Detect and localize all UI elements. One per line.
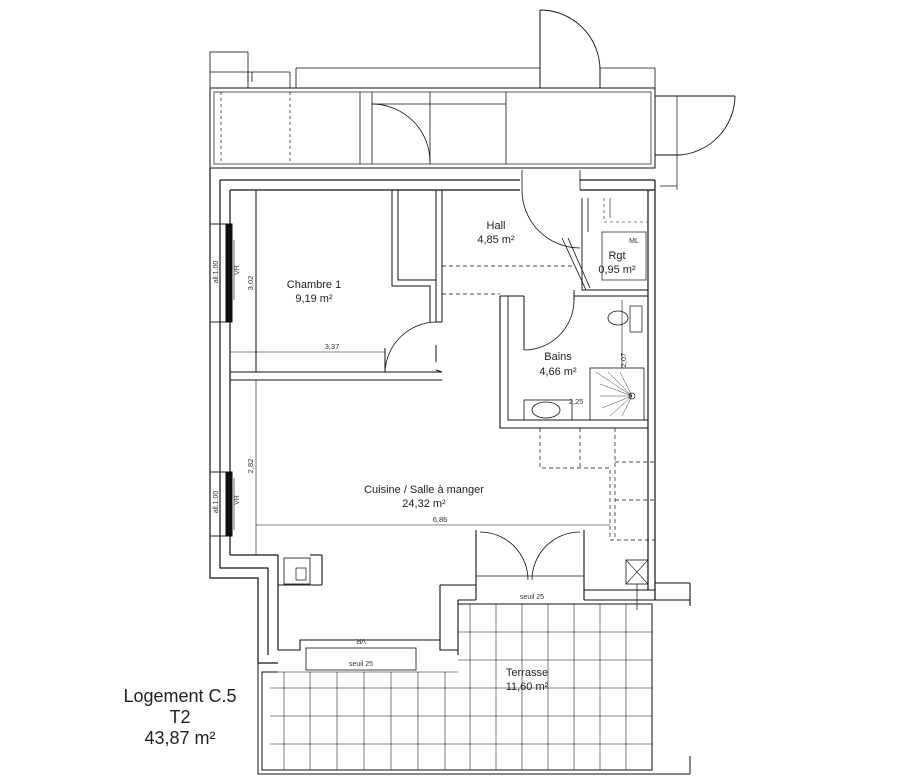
terrasse-grid [257, 603, 691, 775]
chambre-width-dim: 3,37 [325, 342, 340, 351]
window-label-top: all.1.00 [213, 261, 220, 284]
room-labels: Hall 4,85 m² ML Rgt 0,95 m² Chambre 1 9,… [287, 220, 639, 693]
bains-area: 4,66 m² [539, 366, 577, 378]
dimension-labels: 3,37 3,02 6,86 2,82 2,25 2,07 [246, 276, 628, 524]
logement-area: 43,87 m² [144, 728, 216, 748]
bains-height-dim: 2,07 [619, 353, 628, 368]
chambre-area: 9,19 m² [295, 293, 333, 305]
cuisine-dim [255, 380, 610, 555]
entry-door [539, 9, 601, 88]
seuil-label-south: seuil 25 [349, 661, 373, 668]
north-gaine [209, 87, 656, 169]
south-walls [278, 530, 691, 671]
bains-walls [499, 290, 655, 541]
rgt-area: 0,95 m² [598, 264, 636, 276]
vr-label-bottom: VR [234, 495, 241, 505]
chambre-height-dim: 3,02 [246, 276, 255, 291]
window-labels: all.1.00 all.1.00 VR VR VR seuil 25 seui… [213, 261, 544, 668]
top-ledges [209, 51, 656, 89]
left-window-bottom [209, 471, 235, 537]
rgt-name: Rgt [608, 250, 625, 262]
right-door [655, 95, 736, 190]
window-label-bottom: all.1.00 [213, 491, 220, 514]
logement-legend: Logement C.5 T2 43,87 m² [104, 686, 256, 749]
vr-label-south: VR [356, 637, 366, 644]
vr-label-top: VR [234, 265, 241, 275]
bains-name: Bains [544, 351, 572, 363]
left-window-top [209, 223, 235, 323]
hall-name: Hall [487, 220, 506, 232]
cuisine-area: 24,32 m² [402, 498, 446, 510]
chambre-walls [230, 190, 443, 381]
hall-area: 4,85 m² [477, 234, 515, 246]
cuisine-width-dim: 6,86 [433, 515, 448, 524]
outer-walls [209, 168, 656, 664]
rgt-tag: ML [629, 238, 639, 245]
logement-title: Logement C.5 [123, 686, 237, 706]
cuisine-height-dim: 2,82 [246, 459, 255, 474]
cuisine-name: Cuisine / Salle à manger [364, 484, 484, 496]
logement-type: T2 [169, 707, 191, 727]
terrasse-area: 11,60 m² [506, 681, 549, 693]
terrasse-name: Terrasse [506, 667, 548, 679]
hall-walls [442, 170, 648, 295]
seuil-label-french-door: seuil 25 [520, 594, 544, 601]
chambre-name: Chambre 1 [287, 279, 341, 291]
bains-width-dim: 2,25 [569, 397, 584, 406]
